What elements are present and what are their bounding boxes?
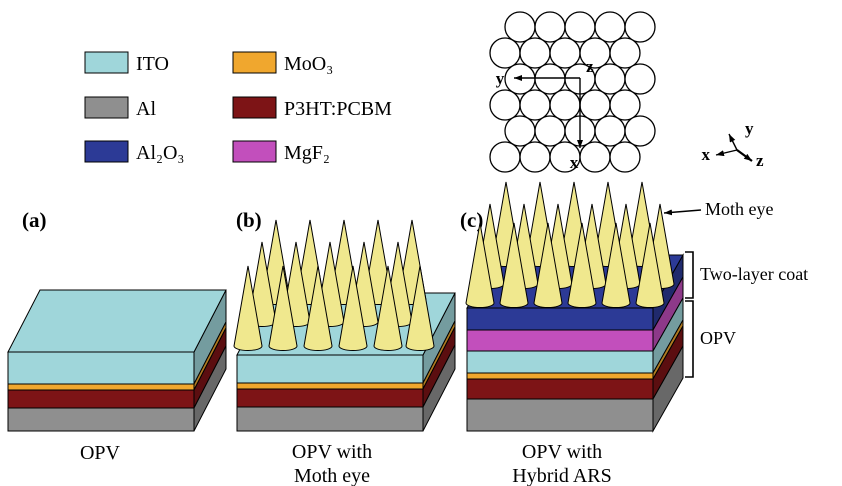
panel-a-caption: OPV [80,442,121,464]
side-shading [194,290,226,431]
legend-label-ito: ITO [136,53,169,75]
panel-c-caption-line1: OPV with [522,441,602,463]
packed-circle [579,37,611,69]
circle-pattern-top-view: y z x [489,11,656,173]
packed-circle [624,115,656,147]
front-layer-moo3 [7,383,195,391]
legend-label-p3ht-pcbm: P3HT:PCBM [284,98,392,120]
front-layer-al [7,407,195,432]
legend-swatch-ito [84,51,129,74]
packed-circle [534,63,566,95]
front-layer-ito [7,351,195,385]
top-face-ito [7,289,227,353]
legend-swatch-moo3 [232,51,277,74]
packed-circle [504,115,536,147]
packed-circle [489,141,521,173]
packed-circle [534,11,566,43]
front-layer-al2o3 [466,307,654,331]
packed-circle [564,11,596,43]
panel-c-caption-line2: Hybrid ARS [512,465,611,486]
packed-circle [594,63,626,95]
packed-circle [624,11,656,43]
gizmo-z-arrow [736,149,753,162]
x-axis-label: x [570,153,579,172]
packed-circle [579,141,611,173]
panel-b-label: (b) [236,208,262,232]
front-layer-al [466,398,654,432]
front-layer-moo3 [236,382,424,390]
front-layer-p3ht-pcbm [236,388,424,408]
packed-circle [609,37,641,69]
axis-gizmo-3d: y x z [702,119,765,170]
moth-eye-annotation: Moth eye [705,199,773,219]
legend-swatch-p3ht-pcbm [232,96,277,119]
packed-circle [549,89,581,121]
gizmo-x-label: x [702,145,711,164]
packed-circle [594,115,626,147]
packed-circle [519,89,551,121]
packed-circle [609,141,641,173]
panel-a-label: (a) [22,208,47,232]
packed-circle [534,115,566,147]
gizmo-y-label: y [745,119,754,138]
packed-circle [624,63,656,95]
packed-circle [504,63,536,95]
packed-circle [489,37,521,69]
front-layer-ito [466,350,654,374]
legend-swatch-al [84,96,129,119]
panel-c-annotations: Moth eye Two-layer coat OPV [663,199,808,378]
front-layer-al [236,406,424,432]
panel-c-label: (c) [460,208,483,232]
pattern-axes: y z x [496,57,594,172]
panel-b-caption-line2: Moth eye [294,465,370,486]
gizmo-x-arrow [715,149,738,157]
packed-circle [519,37,551,69]
legend: ITO MoO₃ Al P3HT:PCBM Al₂O₃ MgF₂ [84,51,392,164]
front-layer-p3ht-pcbm [466,378,654,400]
panel-a: (a) OPV [7,208,227,464]
packed-circle [609,89,641,121]
legend-swatch-mgf2 [232,140,277,163]
side-shading [423,293,455,431]
packed-circle [594,11,626,43]
opv-slab-b [233,219,456,432]
panel-c: (c) [460,181,808,486]
gizmo-z-label: z [756,151,764,170]
packed-circle [579,89,611,121]
front-layer-moo3 [466,372,654,380]
front-layer-p3ht-pcbm [7,389,195,409]
panel-b: (b) [233,208,456,486]
packed-circle [549,37,581,69]
opv-slab-c [465,181,684,433]
two-layer-coat-annotation: Two-layer coat [700,264,808,284]
opv-bracket [685,300,694,378]
packed-circle [489,89,521,121]
packed-circle [504,11,536,43]
moth-eye-pointer-arrow [663,209,702,216]
legend-label-mgf2: MgF₂ [284,142,330,164]
two-layer-coat-bracket [685,251,694,299]
front-layer-mgf2 [466,329,654,352]
legend-label-al2o3: Al₂O₃ [136,142,184,164]
opv-slab-a [7,289,227,432]
y-axis-label: y [496,69,505,88]
panel-b-caption-line1: OPV with [292,441,372,463]
z-axis-label: z [586,57,594,76]
opv-annotation: OPV [700,328,736,348]
legend-label-al: Al [136,98,156,120]
legend-swatch-al2o3 [84,140,129,163]
front-layer-ito [236,354,424,384]
packed-circle [519,141,551,173]
gizmo-y-arrow [728,133,738,151]
legend-label-moo3: MoO₃ [284,53,333,75]
